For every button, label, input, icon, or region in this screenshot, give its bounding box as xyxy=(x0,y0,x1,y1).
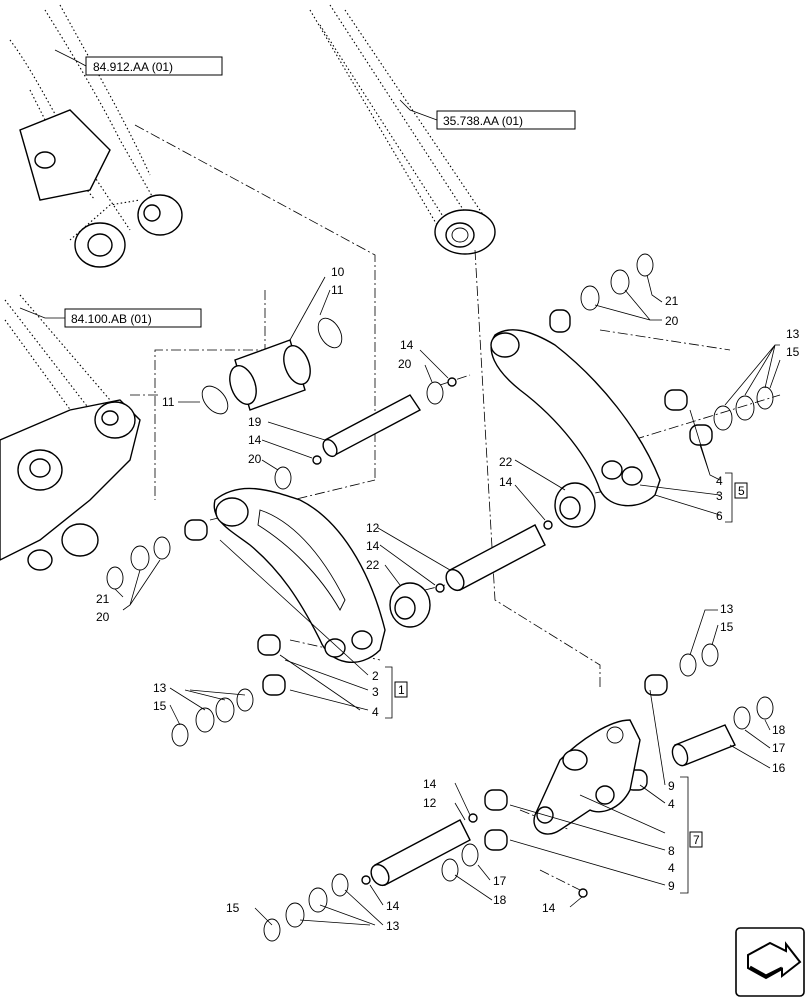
callout-14: 14 xyxy=(248,433,262,447)
callout-15: 15 xyxy=(226,901,240,915)
callout-20: 20 xyxy=(96,610,110,624)
callout-16: 16 xyxy=(772,761,786,775)
reference-labels: 84.912.AA (01) 35.738.AA (01) 84.100.AB … xyxy=(64,56,576,328)
group-7: 7 xyxy=(693,833,700,847)
callout-6: 6 xyxy=(716,509,723,523)
callout-13: 13 xyxy=(786,327,800,341)
leader-lines xyxy=(19,49,781,926)
group-brackets: 1 5 7 xyxy=(385,472,748,894)
callout-9: 9 xyxy=(668,779,675,793)
callout-13: 13 xyxy=(720,602,734,616)
group-1: 1 xyxy=(398,683,405,697)
ref-84-100-ab: 84.100.AB (01) xyxy=(71,312,152,326)
callout-10: 10 xyxy=(331,265,345,279)
callout-21: 21 xyxy=(96,592,110,606)
callout-22: 22 xyxy=(366,558,380,572)
ref-84-912-aa: 84.912.AA (01) xyxy=(93,60,173,74)
ref-35-738-aa: 35.738.AA (01) xyxy=(443,114,523,128)
callout-14: 14 xyxy=(400,338,414,352)
callout-11: 11 xyxy=(162,395,175,409)
rings xyxy=(106,253,774,942)
callout-21: 21 xyxy=(665,294,679,308)
callout-15: 15 xyxy=(786,345,800,359)
callout-19: 19 xyxy=(248,415,262,429)
frame-upper-left xyxy=(9,4,183,268)
callout-17: 17 xyxy=(772,741,786,755)
callout-20: 20 xyxy=(248,452,262,466)
callout-labels: 10 11 11 14 20 21 20 13 15 19 14 20 22 1… xyxy=(96,265,800,933)
callout-12: 12 xyxy=(423,796,437,810)
boom-arm-upper xyxy=(309,4,496,255)
callout-9: 9 xyxy=(668,879,675,893)
next-page-arrow-icon[interactable] xyxy=(735,927,805,997)
callout-20: 20 xyxy=(665,314,679,328)
callout-14: 14 xyxy=(423,777,437,791)
group-5: 5 xyxy=(738,484,745,498)
callout-18: 18 xyxy=(772,723,786,737)
frame-left xyxy=(0,294,141,571)
callout-17: 17 xyxy=(493,874,507,888)
callout-11: 11 xyxy=(331,283,344,297)
callout-4: 4 xyxy=(716,474,723,488)
link-arm-left xyxy=(213,487,386,664)
link-arm-right xyxy=(490,329,661,507)
callout-13: 13 xyxy=(153,681,167,695)
callout-22: 22 xyxy=(499,455,513,469)
callout-8: 8 xyxy=(668,844,675,858)
callout-12: 12 xyxy=(366,521,380,535)
grease-fittings xyxy=(312,377,588,898)
callout-4: 4 xyxy=(372,705,379,719)
pins xyxy=(229,339,736,887)
callout-20: 20 xyxy=(398,357,412,371)
bracket-lower xyxy=(533,719,641,835)
callout-4: 4 xyxy=(668,861,675,875)
callout-14: 14 xyxy=(542,901,556,915)
callout-14: 14 xyxy=(499,475,513,489)
callout-15: 15 xyxy=(153,699,167,713)
callout-14: 14 xyxy=(366,539,380,553)
callout-14: 14 xyxy=(386,899,400,913)
callout-15: 15 xyxy=(720,620,734,634)
callout-3: 3 xyxy=(716,489,723,503)
callout-2: 2 xyxy=(372,669,379,683)
callout-18: 18 xyxy=(493,893,507,907)
bushings xyxy=(184,309,713,851)
callout-3: 3 xyxy=(372,685,379,699)
callout-4: 4 xyxy=(668,797,675,811)
callout-13: 13 xyxy=(386,919,400,933)
